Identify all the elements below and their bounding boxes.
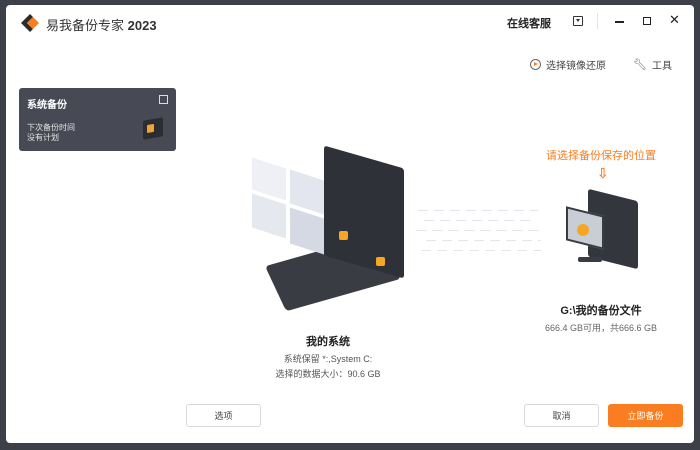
restore-icon (530, 59, 541, 70)
tools-button[interactable]: 🔧︎ 工具 (633, 57, 672, 72)
main-window: 易我备份专家 2023 在线客服 ✕ 选择镜像还原 🔧︎ 工具 系统备份 下次备份… (6, 5, 694, 443)
computer-icon (143, 117, 163, 140)
maximize-icon[interactable] (643, 17, 651, 25)
cancel-button[interactable]: 取消 (524, 404, 599, 427)
next-backup-value: 没有计划 (27, 133, 59, 142)
source-partitions: 系统保留 *:,System C: (283, 354, 373, 364)
divider (597, 13, 598, 29)
restore-label: 选择镜像还原 (546, 61, 606, 72)
restore-image-button[interactable]: 选择镜像还原 (530, 57, 606, 72)
app-title: 易我备份专家 2023 (46, 15, 157, 34)
edit-icon[interactable] (159, 95, 168, 104)
close-icon[interactable]: ✕ (669, 12, 680, 27)
menu-dropdown-icon[interactable] (573, 16, 583, 26)
card-title: 系统备份 (27, 100, 67, 111)
app-logo-icon (21, 14, 39, 32)
tools-label: 工具 (651, 61, 672, 72)
app-title-year: 2023 (127, 18, 157, 33)
source-title: 我的系统 (306, 336, 350, 348)
next-backup-label: 下次备份时间 (27, 123, 75, 132)
online-support-link[interactable]: 在线客服 (507, 18, 551, 30)
minimize-icon[interactable] (615, 21, 624, 23)
backup-now-button[interactable]: 立即备份 (608, 404, 683, 427)
wrench-icon: 🔧︎ (633, 59, 647, 71)
app-title-text: 易我备份专家 (46, 18, 125, 33)
target-prompt[interactable]: 请选择备份保存的位置 (546, 150, 656, 162)
target-path: G:\我的备份文件 (560, 305, 642, 317)
source-size: 选择的数据大小：90.6 GB (275, 369, 381, 379)
target-space: 666.4 GB可用，共666.6 GB (544, 323, 658, 333)
arrow-down-icon: ⇩ (597, 165, 609, 181)
options-button[interactable]: 选项 (186, 404, 261, 427)
system-backup-card[interactable]: 系统备份 下次备份时间 没有计划 (19, 88, 176, 151)
